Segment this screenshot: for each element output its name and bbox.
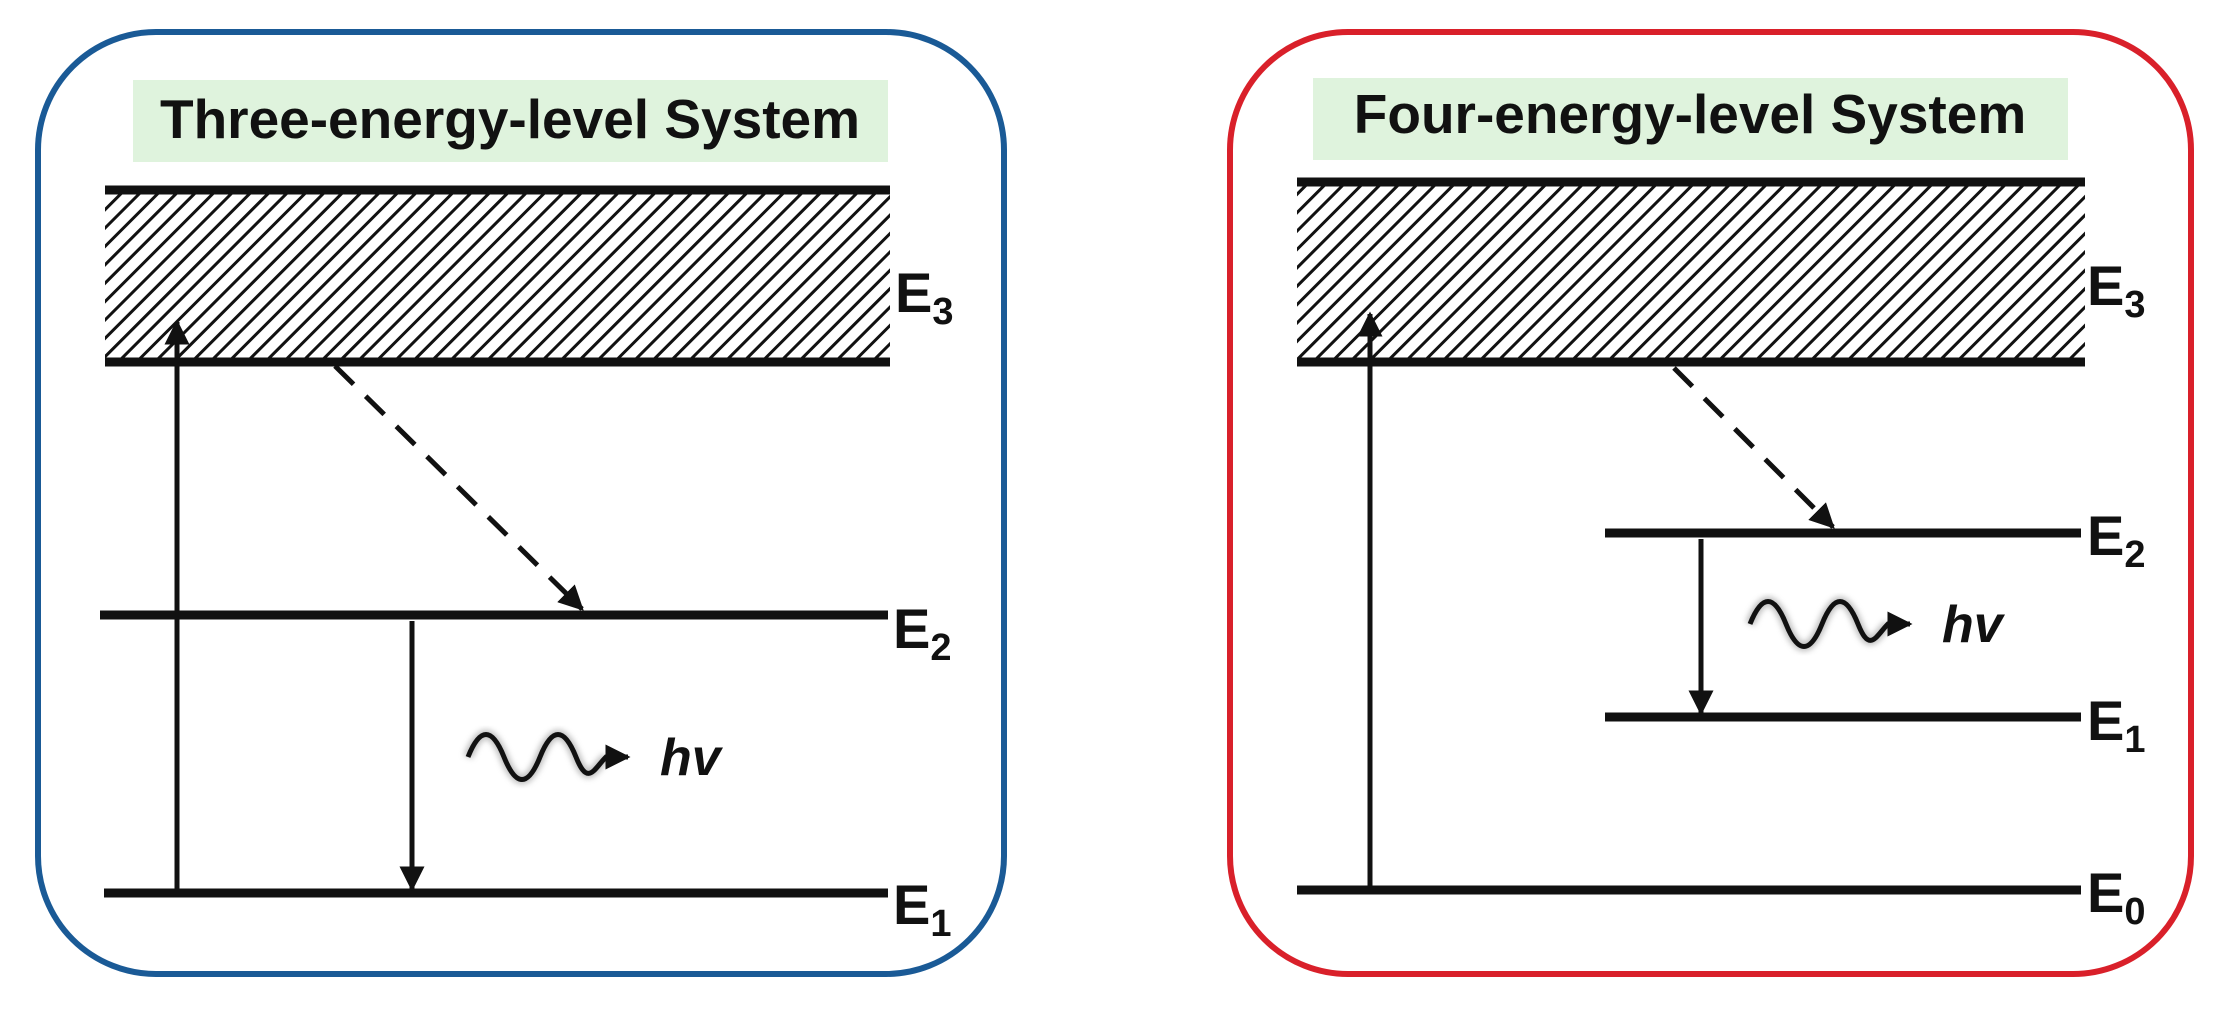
level-label-e1: E1: [893, 873, 952, 945]
level-label-e0: E0: [2087, 861, 2146, 933]
level-label-e3: E3: [2087, 254, 2146, 326]
panel-title: Four-energy-level System: [1354, 83, 2026, 145]
panel-border-left: [35, 29, 1007, 977]
energy-band-e3: [1297, 182, 2085, 362]
level-label-e2: E2: [893, 597, 952, 669]
energy-band-e3: [105, 190, 890, 362]
three-level-panel: Three-energy-level System E3 E2 E1 hv: [35, 29, 1007, 977]
nonradiative-decay-arrow: [1672, 366, 1835, 529]
panel-border-right: [1227, 29, 2194, 977]
panel-title: Three-energy-level System: [160, 88, 860, 150]
four-level-panel: Four-energy-level System E3 E2 E1 E0 hv: [1227, 29, 2194, 977]
title-background: [1313, 78, 2068, 160]
nonradiative-decay-arrow: [333, 364, 584, 611]
level-label-e2: E2: [2087, 504, 2146, 576]
photon-wave-icon: [463, 729, 631, 785]
photon-wave-icon: [1745, 596, 1913, 652]
photon-label: hv: [660, 729, 724, 787]
level-label-e3: E3: [895, 261, 954, 333]
level-label-e1: E1: [2087, 689, 2146, 761]
title-background: [133, 80, 888, 162]
photon-label: hv: [1942, 596, 2006, 654]
